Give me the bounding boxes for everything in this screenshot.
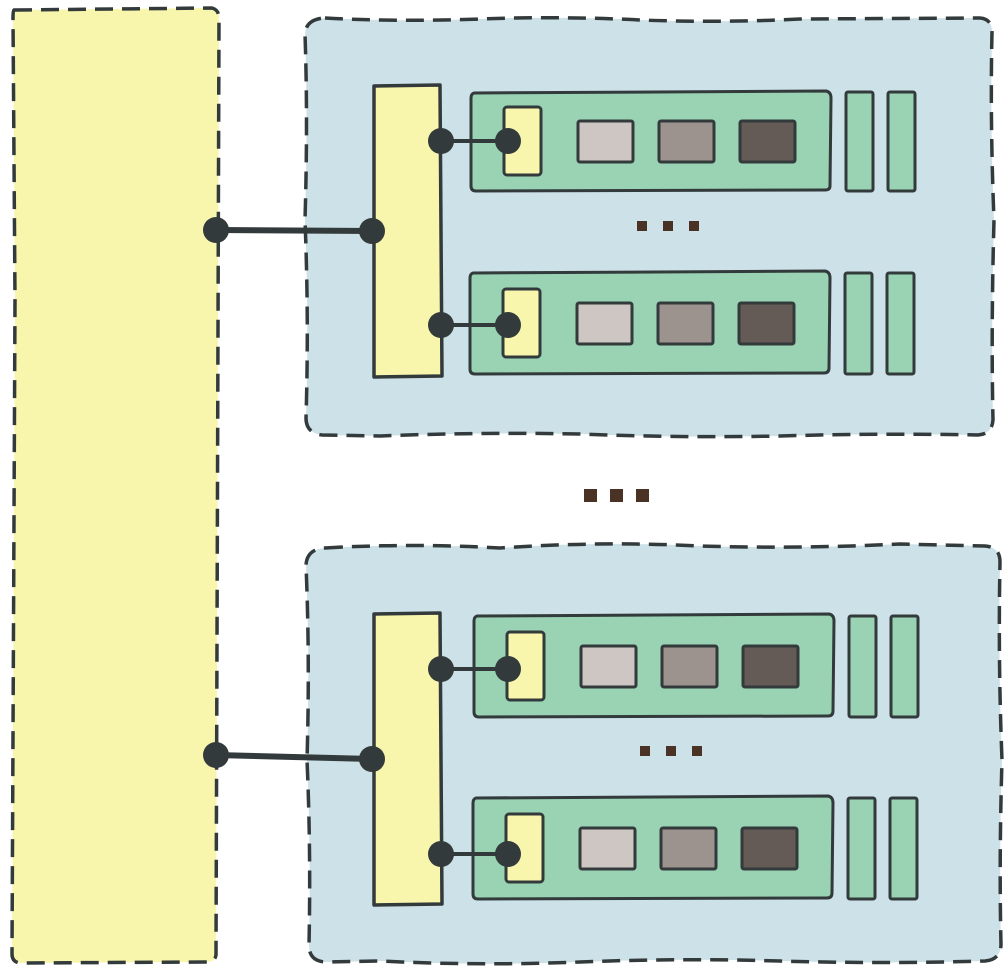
row-bottom-2 xyxy=(428,794,919,901)
side-bar xyxy=(843,271,874,376)
port-node-right xyxy=(495,312,521,338)
slot-mid xyxy=(660,644,719,689)
group-top xyxy=(203,15,996,439)
slot-dark xyxy=(741,644,800,689)
bus-node-top-left xyxy=(203,217,229,243)
side-bar xyxy=(844,90,875,193)
ellipsis-bottom-group xyxy=(640,746,702,756)
slot-light xyxy=(578,826,637,871)
bus-connector-bottom xyxy=(215,752,373,762)
left-bus-bar xyxy=(10,6,221,965)
hub-bar-bottom xyxy=(372,611,444,907)
ellipsis-top-group xyxy=(637,221,699,231)
bus-node-bottom-left xyxy=(203,742,229,768)
port-node-left xyxy=(428,128,454,154)
port-node-left xyxy=(428,841,454,867)
row-bottom-1 xyxy=(428,612,920,719)
port-node-left xyxy=(428,656,454,682)
port-node-left xyxy=(428,312,454,338)
bus-node-bottom-right xyxy=(359,746,385,772)
slot-light xyxy=(579,644,638,689)
ellipsis-between-groups xyxy=(584,489,649,502)
port-node-right xyxy=(495,128,521,154)
side-bar xyxy=(886,90,917,193)
module-card xyxy=(472,612,836,719)
row-top-2 xyxy=(428,269,916,376)
slot-dark xyxy=(738,119,797,164)
slot-mid xyxy=(657,119,716,164)
side-bar xyxy=(846,796,877,901)
side-bar xyxy=(847,614,878,719)
slot-mid xyxy=(659,826,718,871)
row-top-1 xyxy=(428,89,917,193)
slot-dark xyxy=(740,826,799,871)
bus-connector-top xyxy=(215,227,373,234)
bus-node-top-right xyxy=(359,218,385,244)
slot-mid xyxy=(656,301,715,346)
slot-dark xyxy=(737,301,796,346)
slot-light xyxy=(576,119,635,164)
group-bottom xyxy=(203,542,1004,966)
slot-light xyxy=(575,301,634,346)
module-card xyxy=(468,269,832,376)
side-bar xyxy=(888,796,919,901)
port-node-right xyxy=(495,841,521,867)
module-card xyxy=(469,89,833,193)
port-node-right xyxy=(495,656,521,682)
hub-bar-top xyxy=(372,83,444,379)
side-bar xyxy=(889,614,920,719)
module-card xyxy=(471,794,835,901)
side-bar xyxy=(885,271,916,376)
